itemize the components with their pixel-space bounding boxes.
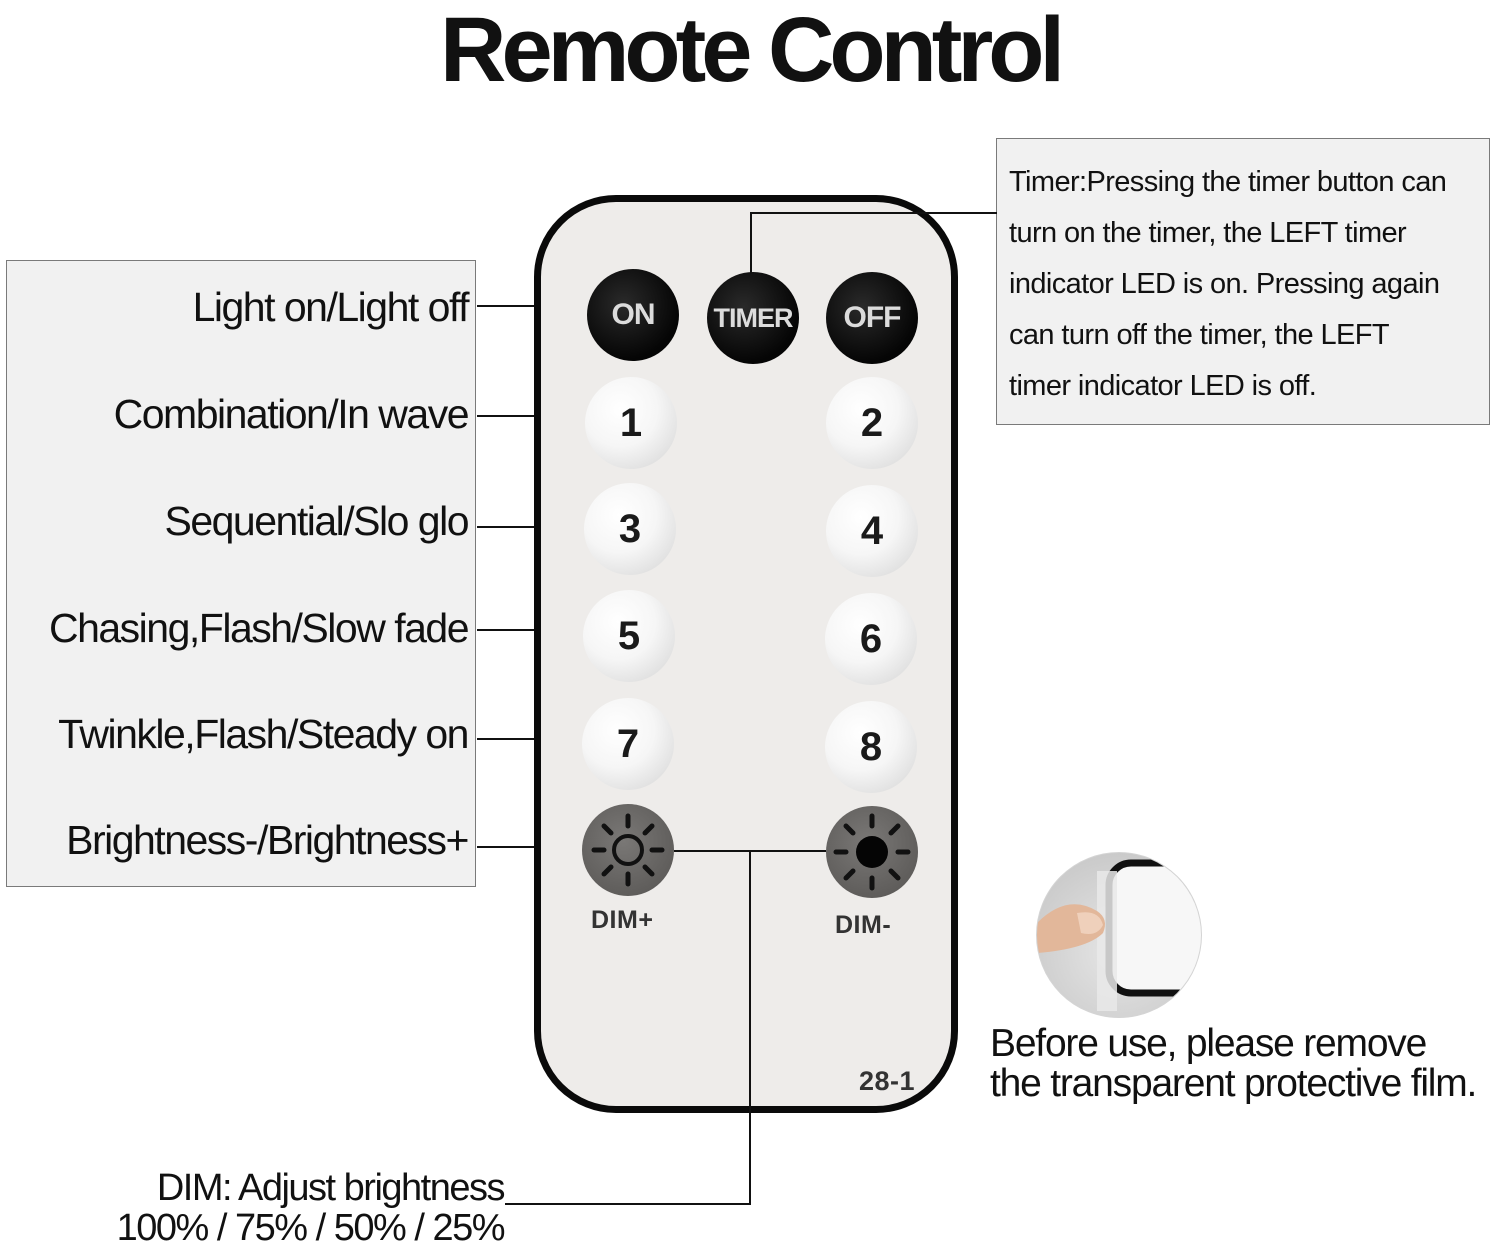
film-removal-illustration — [1037, 859, 1201, 1011]
page-title: Remote Control — [440, 0, 1065, 101]
timer-connector-line — [750, 212, 752, 274]
timer-connector-line — [750, 212, 997, 214]
protective-film-photo — [1036, 852, 1202, 1018]
mode-7-button[interactable]: 7 — [582, 698, 674, 790]
connector-line — [477, 738, 537, 740]
film-note: Before use, please remove the transparen… — [990, 1022, 1477, 1105]
timer-note-line: can turn off the timer, the LEFT — [1009, 319, 1390, 351]
dim-connector-line — [505, 1203, 751, 1205]
mode-6-button[interactable]: 6 — [825, 593, 917, 685]
timer-note-line: Timer:Pressing the timer button can — [1009, 166, 1447, 198]
timer-note-line: indicator LED is on. Pressing again — [1009, 268, 1440, 300]
function-labels-panel — [6, 260, 476, 887]
label-twinkle-flash-steady-on: Twinkle,Flash/Steady on — [58, 711, 469, 757]
connector-line — [477, 415, 537, 417]
dim-connector-line — [749, 850, 751, 1205]
connector-line — [477, 629, 537, 631]
label-chasing-flash-slow-fade: Chasing,Flash/Slow fade — [48, 605, 470, 651]
sun-outline-icon — [591, 813, 665, 887]
label-combination-in-wave: Combination/In wave — [113, 391, 470, 437]
timer-note-line: timer indicator LED is off. — [1009, 370, 1317, 402]
on-button[interactable]: ON — [587, 269, 679, 361]
connector-line — [477, 305, 537, 307]
model-number: 28-1 — [859, 1066, 916, 1096]
dim-plus-button[interactable] — [582, 804, 674, 896]
mode-8-button[interactable]: 8 — [825, 701, 917, 793]
dim-note: DIM: Adjust brightness 100% / 75% / 50% … — [116, 1167, 506, 1249]
dim-plus-label: DIM+ — [591, 906, 654, 934]
dim-minus-label: DIM- — [835, 911, 892, 939]
timer-note-box: Timer:Pressing the timer button can turn… — [996, 138, 1490, 425]
film-note-line-1: Before use, please remove — [990, 1022, 1427, 1065]
dim-note-line-1: DIM: Adjust brightness — [156, 1167, 506, 1209]
film-note-line-2: the transparent protective film. — [990, 1062, 1477, 1105]
mode-3-button[interactable]: 3 — [584, 483, 676, 575]
dim-note-line-2: 100% / 75% / 50% / 25% — [116, 1207, 506, 1249]
label-brightness: Brightness-/Brightness+ — [66, 817, 469, 863]
remote-control-body: ON TIMER OFF 1 2 3 4 5 6 7 8 — [534, 195, 958, 1113]
timer-button[interactable]: TIMER — [707, 272, 799, 364]
label-sequential-slo-glo: Sequential/Slo glo — [164, 498, 469, 544]
mode-5-button[interactable]: 5 — [583, 590, 675, 682]
connector-line — [477, 846, 537, 848]
dim-minus-button[interactable] — [826, 806, 918, 898]
off-button[interactable]: OFF — [826, 272, 918, 364]
connector-line — [477, 526, 537, 528]
mode-2-button[interactable]: 2 — [826, 377, 918, 469]
label-light-on-off: Light on/Light off — [192, 284, 470, 330]
mode-4-button[interactable]: 4 — [826, 485, 918, 577]
timer-note-line: turn on the timer, the LEFT timer — [1009, 217, 1407, 249]
sun-filled-icon — [833, 813, 911, 891]
mode-1-button[interactable]: 1 — [585, 377, 677, 469]
